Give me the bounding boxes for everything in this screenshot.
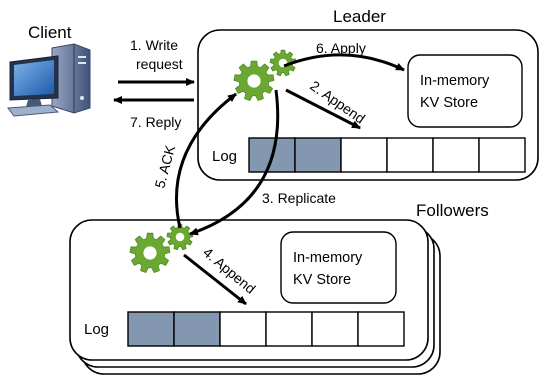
leader-kv-store: [407, 54, 523, 128]
follower-kv-store: [280, 231, 397, 304]
client-label: Client: [28, 23, 72, 42]
ack-label: 5. ACK: [151, 143, 178, 190]
follower-log-entry-1: [127, 311, 175, 347]
follower-gear-large-icon: [129, 232, 171, 274]
leader-title: Leader: [333, 7, 386, 26]
append-leader-arrow: [285, 88, 361, 130]
follower-log-entry-5: [311, 311, 359, 347]
write-request-label-line2: request: [136, 56, 183, 72]
replicate-label: 3. Replicate: [262, 190, 336, 206]
leader-log-entry-2: [294, 137, 342, 173]
leader-log-entry-4: [386, 137, 434, 173]
reply-label: 7. Reply: [130, 114, 181, 130]
follower-log-label: Log: [84, 321, 109, 338]
leader-kv-line1: In-memory: [420, 73, 490, 89]
replicate-arrow: [189, 89, 280, 236]
apply-arrow: [283, 53, 405, 72]
follower-gear-small-icon: [166, 223, 194, 251]
append-follower-arrow: [183, 253, 247, 306]
computer-icon: [7, 43, 91, 117]
leader-log: [248, 137, 526, 173]
leader-log-entry-3: [340, 137, 388, 173]
leader-log-entry-6: [478, 137, 526, 173]
leader-gear-large-icon: [233, 60, 275, 102]
leader-log-entry-5: [432, 137, 480, 173]
follower-log: [127, 311, 405, 347]
apply-label: 6. Apply: [316, 40, 366, 56]
write-request-label-line1: 1. Write: [130, 37, 178, 53]
follower-kv-line2: KV Store: [293, 272, 351, 288]
ack-arrow: [175, 92, 237, 229]
follower-kv-line1: In-memory: [293, 250, 363, 266]
followers-title: Followers: [416, 201, 489, 220]
follower-log-entry-6: [357, 311, 405, 347]
follower-log-entry-3: [219, 311, 267, 347]
leader-kv-line2: KV Store: [420, 95, 478, 111]
follower-log-entry-2: [173, 311, 221, 347]
follower-log-entry-4: [265, 311, 313, 347]
leader-log-label: Log: [212, 148, 237, 165]
